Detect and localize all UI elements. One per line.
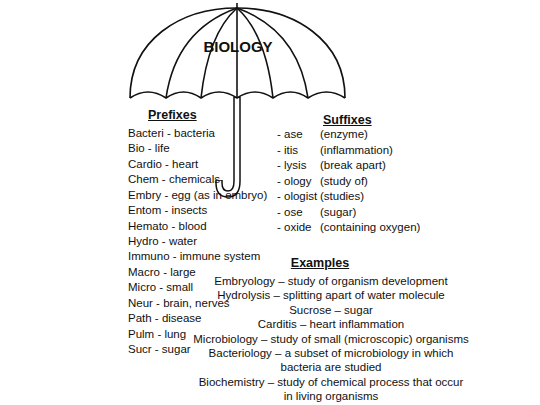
prefix-item: Entom - insects — [128, 203, 207, 217]
canopy-tip — [236, 3, 238, 8]
suffix-item: - ase — [277, 127, 303, 141]
prefix-item: Macro - large — [128, 265, 196, 279]
prefix-item: Neur - brain, nerves — [128, 296, 230, 310]
section-heading: Examples — [260, 256, 380, 270]
suffix-meaning: (studies) — [320, 189, 364, 203]
prefix-item: Bio - life — [128, 141, 170, 155]
umbrella-title: BIOLOGY — [128, 38, 348, 56]
prefix-item: Chem - chemicals — [128, 172, 220, 186]
suffix-item: - oxide — [277, 220, 312, 234]
suffix-item: - itis — [277, 143, 298, 157]
example-text: Bacteriology – a subset of microbiology … — [204, 346, 459, 375]
suffix-item: - ologist — [277, 189, 317, 203]
suffix-meaning: (inflammation) — [320, 143, 393, 157]
suffix-meaning: (study of) — [320, 174, 368, 188]
suffix-item: - lysis — [277, 158, 306, 172]
suffix-meaning: (enzyme) — [320, 127, 368, 141]
prefix-item: Bacteri - bacteria — [128, 126, 215, 140]
example-text: Embryology – study of organism developme… — [166, 274, 496, 288]
umbrella-canopy: BIOLOGY — [128, 4, 348, 102]
section-heading: Suffixes — [323, 113, 372, 127]
suffix-meaning: (containing oxygen) — [320, 220, 420, 234]
example-text: Microbiology – study of small (microscop… — [176, 332, 486, 346]
suffix-item: - ology — [277, 174, 312, 188]
prefix-item: Pulm - lung — [128, 327, 186, 341]
prefix-item: Sucr - sugar — [128, 342, 191, 356]
prefix-item: Hydro - water — [128, 234, 197, 248]
prefix-item: Path - disease — [128, 311, 202, 325]
handle-fill — [219, 98, 237, 194]
suffix-meaning: (break apart) — [320, 158, 386, 172]
handle-outline — [219, 97, 237, 194]
example-text: Hydrolysis – splitting apart of water mo… — [166, 288, 496, 302]
example-text: Sucrose – sugar — [166, 303, 496, 317]
suffix-meaning: (sugar) — [320, 205, 356, 219]
example-text: Carditis – heart inflammation — [166, 317, 496, 331]
prefix-item: Cardio - heart — [128, 157, 198, 171]
prefix-item: Embry - egg (as in embryo) — [128, 188, 267, 202]
prefix-item: Hemato - blood — [128, 219, 207, 233]
example-text: Biochemistry – study of chemical process… — [196, 375, 466, 404]
section-heading: Prefixes — [148, 108, 197, 122]
prefix-item: Micro - small — [128, 280, 193, 294]
prefix-item: Immuno - immune system — [128, 249, 260, 263]
suffix-item: - ose — [277, 205, 303, 219]
